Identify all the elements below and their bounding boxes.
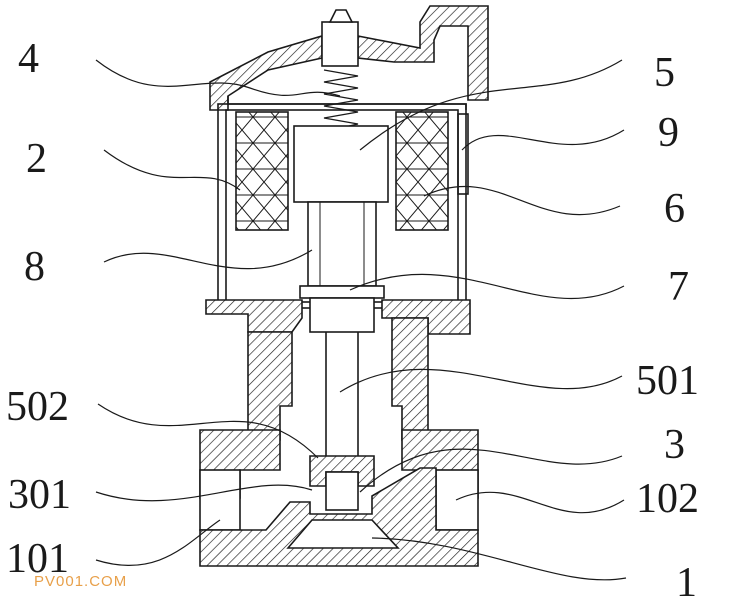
stem-holder [299, 285, 385, 333]
label-1: 1 [676, 560, 697, 606]
label-9: 9 [658, 110, 679, 156]
valve-stem [325, 332, 359, 456]
label-3: 3 [664, 422, 685, 468]
label-5: 5 [654, 50, 675, 96]
label-2: 2 [26, 136, 47, 182]
spring [323, 69, 359, 129]
valve-disc [309, 455, 375, 511]
stem-sleeve [307, 201, 377, 287]
label-6: 6 [664, 186, 685, 232]
label-501: 501 [636, 358, 699, 404]
armature-core [293, 125, 389, 203]
leader-lines [95, 59, 627, 581]
label-102: 102 [636, 476, 699, 522]
top-cover [209, 5, 489, 111]
label-8: 8 [24, 244, 45, 290]
label-7: 7 [668, 264, 689, 310]
label-101: 101 [6, 536, 69, 582]
valve-body [199, 299, 479, 567]
label-4: 4 [18, 36, 39, 82]
label-301: 301 [8, 472, 71, 518]
watermark: PV001.COM [34, 573, 127, 590]
coil-left [235, 111, 289, 231]
coil-right [395, 111, 449, 231]
label-502: 502 [6, 384, 69, 430]
